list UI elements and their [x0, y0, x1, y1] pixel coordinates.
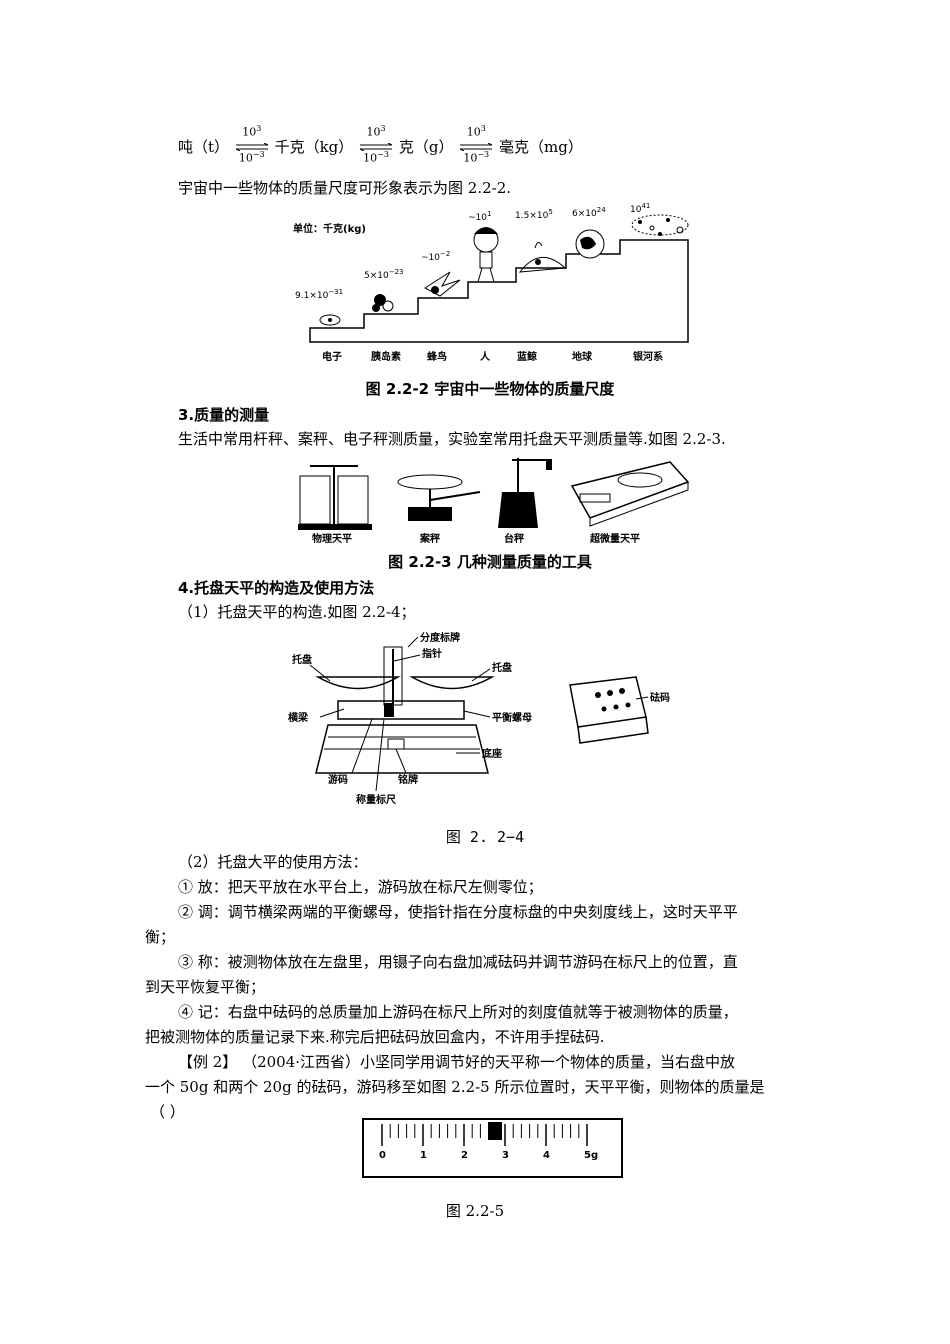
- figure-caption-2-2-5: 图 2.2-5: [445, 1202, 505, 1220]
- unit-gram: 克（g）: [398, 138, 454, 156]
- label-left-pan: 托盘: [292, 653, 312, 666]
- mass-insulin: 5×10−23: [364, 268, 404, 281]
- beam-icon: [337, 700, 465, 720]
- mass-electron: 9.1×10−31: [295, 288, 343, 301]
- usage-step-4a: ④ 记：右盘中砝码的总质量加上游码在标尺上所对的刻度值就等于被测物体的质量，: [178, 1003, 738, 1021]
- figure-measuring-tools: 物理天平 案秤 台秤 超微量天平: [298, 458, 690, 545]
- conversion-factor: 103 10−3: [458, 124, 494, 168]
- label-weighing-ruler: 称量标尺: [356, 793, 396, 806]
- double-arrow-icon: [235, 143, 269, 151]
- earth-icon: [575, 229, 605, 259]
- label-nameplate: 铭牌: [398, 773, 418, 786]
- unit-milligram: 毫克（mg）: [499, 138, 583, 156]
- tick-label: 3: [502, 1150, 509, 1161]
- hummingbird-icon: [424, 271, 461, 297]
- insulin-icon: [372, 294, 394, 312]
- label-counter-scale: 案秤: [419, 532, 440, 545]
- unit-ton: 吨（t）: [178, 138, 230, 156]
- right-pan-icon: [409, 676, 495, 690]
- label-right-pan: 托盘: [492, 661, 512, 674]
- label-scale-plate: 分度标牌: [420, 631, 460, 644]
- tick-label: 4: [543, 1150, 550, 1161]
- electron-icon: [319, 314, 341, 326]
- example-line-1: 【例 2】 （2004·江西省）小坚同学用调节好的天平称一个物体的质量，当右盘中…: [178, 1053, 736, 1071]
- counter-scale-icon: [397, 474, 481, 521]
- section-4-sub1: （1）托盘天平的构造.如图 2.2-4；: [178, 603, 416, 621]
- tick-label: 2: [461, 1150, 468, 1161]
- tick-label: 1: [420, 1150, 427, 1161]
- label-ultra-micro-balance: 超微量天平: [589, 532, 640, 545]
- object-human: 人: [480, 350, 491, 363]
- object-electron: 电子: [322, 350, 342, 363]
- tick-label: 5g: [584, 1150, 598, 1161]
- example-line-3: （ ）: [150, 1103, 185, 1121]
- object-galaxy: 银河系: [633, 350, 663, 363]
- label-beam: 横梁: [288, 711, 309, 724]
- label-rider: 游码: [328, 773, 348, 786]
- blue-whale-icon: [518, 242, 567, 273]
- physical-balance-icon: [298, 465, 372, 530]
- label-platform-scale: 台秤: [504, 532, 524, 545]
- unit-kilogram: 千克（kg）: [274, 138, 354, 156]
- human-icon: [473, 227, 499, 283]
- figure-rider-ruler: 0 1 2 3 4 5g: [362, 1118, 623, 1178]
- rider-icon: [488, 1122, 502, 1140]
- platform-scale-icon: [498, 458, 552, 528]
- label-pointer: 指针: [422, 647, 442, 660]
- usage-step-1: ① 放：把天平放在水平台上，游码放在标尺左侧零位；: [178, 878, 543, 896]
- galaxy-icon: [631, 214, 689, 236]
- figure-caption-2-2-4: 图 2. 2−4: [445, 828, 525, 846]
- tick-label: 0: [379, 1150, 386, 1161]
- label-weights: 砝码: [650, 691, 670, 704]
- base-icon: [315, 724, 489, 774]
- usage-step-3b: 到天平恢复平衡；: [145, 978, 266, 996]
- figure-caption-2-2-3: 图 2.2-3 几种测量质量的工具: [388, 553, 592, 571]
- section-3-text: 生活中常用杆秤、案秤、电子秤测质量，实验室常用托盘天平测质量等.如图 2.2-3…: [178, 430, 726, 448]
- figure-mass-scale: 单位：千克(kg) 9.1×10−31 5×10−23 ~10−2 ~101 1…: [293, 202, 689, 363]
- unit-label: 单位：千克(kg): [293, 222, 366, 235]
- object-earth: 地球: [572, 350, 593, 363]
- section-3-heading: 3.质量的测量: [178, 406, 270, 424]
- object-insulin: 胰岛素: [371, 350, 401, 363]
- ruler-ticks: [381, 1124, 588, 1146]
- weights-box-icon: [569, 676, 649, 744]
- example-line-2: 一个 50g 和两个 20g 的砝码，游码移至如图 2.2-5 所示位置时，天平…: [145, 1078, 765, 1096]
- label-balance-nut: 平衡螺母: [492, 711, 532, 724]
- left-pan-icon: [315, 676, 401, 690]
- double-arrow-icon: [359, 143, 393, 151]
- usage-step-3a: ③ 称：被测物体放在左盘里，用镊子向右盘加减砝码并调节游码在标尺上的位置，直: [178, 953, 738, 971]
- unit-conversion-line: 吨（t） 103 10−3 千克（kg） 103 10−3 克（g） 103 1…: [178, 124, 583, 168]
- ultra-micro-balance-icon: [570, 461, 690, 527]
- label-physical-balance: 物理天平: [312, 532, 352, 545]
- double-arrow-icon: [460, 143, 493, 151]
- object-blue-whale: 蓝鲸: [517, 350, 537, 363]
- staircase: [309, 239, 689, 343]
- usage-step-2b: 衡；: [145, 928, 176, 946]
- conversion-factor: 103 10−3: [234, 124, 270, 168]
- mass-hummingbird: ~10−2: [421, 250, 450, 263]
- mass-blue-whale: 1.5×105: [515, 208, 553, 221]
- ruler-frame: [362, 1118, 623, 1178]
- conversion-factor: 103 10−3: [358, 124, 394, 168]
- mass-earth: 6×1024: [572, 206, 606, 219]
- figure-caption-2-2-2: 图 2.2-2 宇宙中一些物体的质量尺度: [365, 380, 615, 398]
- usage-title: （2）托盘大平的使用方法：: [178, 853, 368, 871]
- figure-tray-balance: 分度标牌 指针 托盘 托盘 横梁 平衡螺母 底座 游码 铭牌 称量标尺 砝码: [288, 631, 670, 806]
- object-hummingbird: 蜂鸟: [427, 350, 447, 363]
- mass-galaxy: 1041: [630, 202, 650, 215]
- usage-step-2a: ② 调：调节横梁两端的平衡螺母，使指针指在分度标盘的中央刻度线上，这时天平平: [178, 903, 738, 921]
- mass-human: ~101: [468, 210, 491, 223]
- usage-step-4b: 把被测物体的质量记录下来.称完后把砝码放回盒内，不许用手捏砝码.: [145, 1028, 605, 1046]
- label-base: 底座: [482, 747, 502, 760]
- paragraph-universe: 宇宙中一些物体的质量尺度可形象表示为图 2.2-2.: [178, 179, 512, 197]
- section-4-heading: 4.托盘天平的构造及使用方法: [178, 579, 375, 597]
